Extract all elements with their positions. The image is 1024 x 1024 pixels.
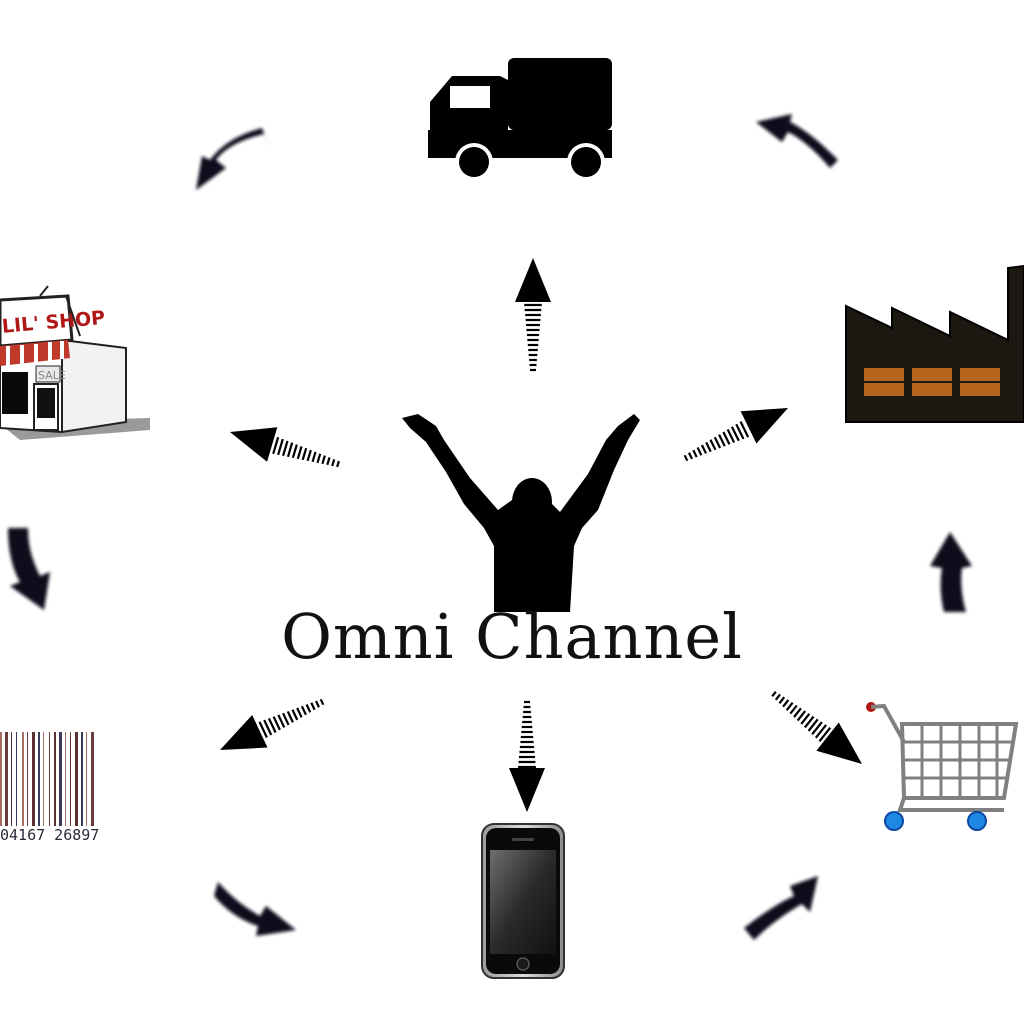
diagram-title: Omni Channel bbox=[281, 600, 743, 673]
barcode-bar bbox=[0, 732, 2, 826]
barcode-bar bbox=[49, 732, 50, 826]
barcode-icon: 04167 26897 bbox=[0, 732, 99, 844]
barcode-bar bbox=[70, 732, 71, 826]
barcode-bar bbox=[81, 732, 83, 826]
barcode-bar bbox=[59, 732, 62, 826]
cycle-arrow-shop-to-barcode bbox=[8, 528, 50, 610]
barcode-bar bbox=[32, 732, 35, 826]
radial-arrow-to-truck bbox=[515, 258, 551, 372]
barcode-bar bbox=[65, 732, 66, 826]
cycle-arrow-cart-to-factory bbox=[930, 532, 972, 612]
shop-storefront-icon: LIL' SHOP SALE bbox=[0, 285, 150, 440]
cycle-arrow-phone-to-cart bbox=[744, 876, 818, 940]
radial-arrow-to-cart bbox=[771, 690, 862, 764]
barcode-bar bbox=[38, 732, 40, 826]
barcode-bar bbox=[11, 732, 12, 826]
barcode-bar bbox=[5, 732, 8, 826]
barcode-bar bbox=[22, 732, 24, 826]
delivery-truck-icon bbox=[428, 58, 612, 181]
barcode-bar bbox=[91, 732, 94, 826]
barcode-bar bbox=[43, 732, 44, 826]
cycle-arrow-factory-to-truck bbox=[756, 114, 838, 168]
shop-window-text: SALE bbox=[38, 369, 66, 382]
radial-arrow-to-shop bbox=[230, 427, 340, 468]
barcode-digits: 04167 26897 bbox=[0, 826, 99, 844]
barcode-bar bbox=[16, 732, 17, 826]
radial-arrow-to-phone bbox=[509, 700, 545, 812]
cycle-arrow-truck-to-shop bbox=[196, 128, 270, 190]
barcode-bar bbox=[54, 732, 56, 826]
radial-arrow-to-factory bbox=[683, 408, 788, 462]
factory-icon bbox=[845, 264, 1024, 423]
shopping-cart-icon bbox=[866, 702, 1019, 831]
cycle-arrow-barcode-to-phone bbox=[214, 882, 296, 936]
smartphone-icon bbox=[481, 823, 565, 979]
radial-arrow-to-barcode bbox=[220, 698, 325, 750]
barcode-bar bbox=[75, 732, 78, 826]
barcode-bar bbox=[27, 732, 28, 826]
barcode-bar bbox=[86, 732, 87, 826]
person-arms-raised-icon bbox=[402, 414, 640, 612]
